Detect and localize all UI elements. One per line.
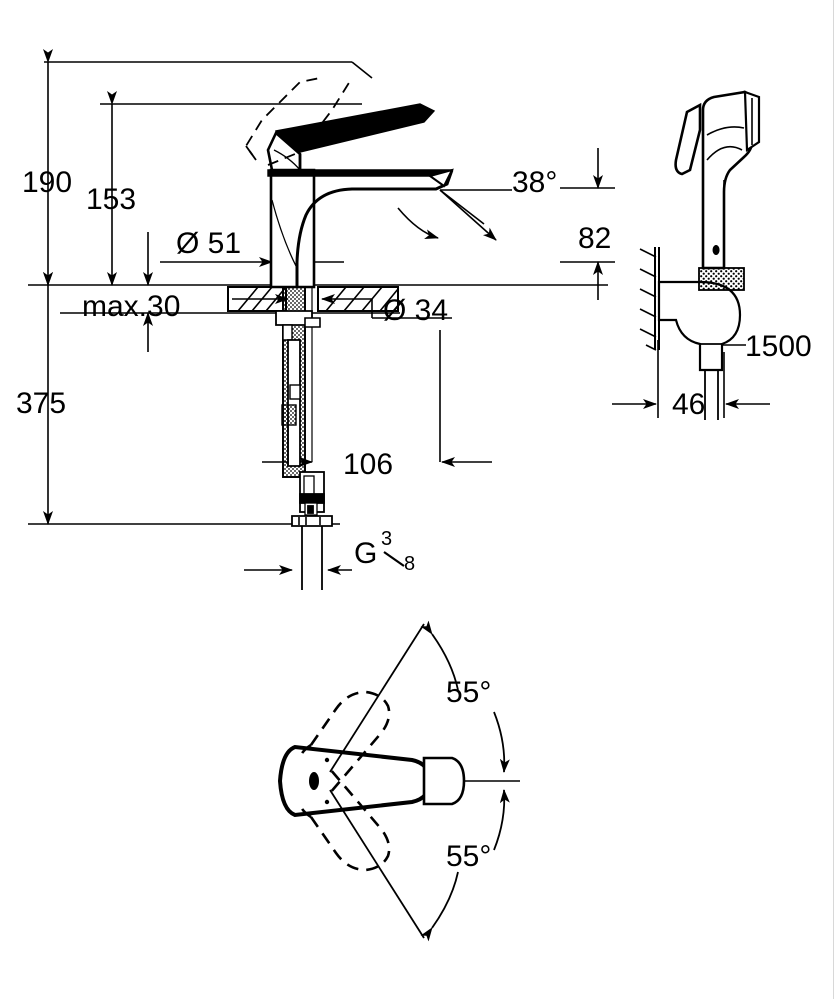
- dimension-55-upper: [329, 620, 510, 773]
- lever-phantom-lower: [298, 768, 391, 872]
- front-elevation-view: 190 153 Ø 51 max.30: [16, 49, 608, 590]
- dimension-46-label: 46: [672, 388, 705, 421]
- hand-shower-body: [701, 90, 761, 270]
- dimension-38deg-label: 38°: [512, 166, 557, 199]
- dimension-dia51-label: Ø 51: [176, 227, 241, 260]
- dimension-190-label: 190: [22, 166, 72, 199]
- wall: [639, 247, 660, 351]
- lever-marker-dot-cold: [324, 799, 330, 805]
- top-view-swivel: 55° 55°: [277, 620, 520, 942]
- dimension-153-label: 153: [86, 183, 136, 216]
- dimension-82-label: 82: [578, 222, 611, 255]
- dimension-g38-denominator: 8: [404, 553, 415, 575]
- spout: [267, 168, 454, 287]
- dimension-106-label: 106: [343, 448, 393, 481]
- hose-tails: [301, 526, 323, 590]
- lever-top-shank: [422, 756, 466, 806]
- lever-handle-phantom: [244, 77, 353, 166]
- hand-shower-trigger: [674, 102, 702, 176]
- shower-hose: [704, 370, 719, 420]
- dimension-1500-label: 1500: [745, 330, 812, 363]
- fraction-slash-icon: [383, 551, 405, 567]
- dimension-g38-numerator: 3: [381, 528, 392, 550]
- coupling-nut: [291, 471, 333, 527]
- wall-bracket: [657, 280, 742, 372]
- dimension-38deg: [397, 189, 512, 241]
- dimension-dia34: [232, 294, 452, 319]
- hand-shower-view: 82 1500 46: [560, 90, 812, 421]
- lever-handle: [266, 103, 436, 172]
- shower-knurled-collar: [698, 267, 745, 291]
- supply-tube: [281, 339, 301, 467]
- dimension-55-lower-label: 55°: [446, 840, 491, 873]
- dimension-55-lower: [329, 789, 510, 942]
- dimension-82: [560, 148, 615, 300]
- reference-lines: [28, 61, 608, 525]
- faucet-body: [269, 168, 316, 289]
- dimension-46: [612, 340, 770, 418]
- dimension-375-label: 375: [16, 387, 66, 420]
- lever-phantom-upper: [298, 690, 391, 794]
- lever-cap-slot: [309, 772, 319, 790]
- dimension-55-upper-label: 55°: [446, 676, 491, 709]
- dimension-max30-label: max.30: [82, 290, 180, 323]
- lever-top-outline: [277, 744, 433, 818]
- body-inner-contour: [271, 199, 297, 267]
- dimension-g38-label-main: G: [354, 537, 377, 570]
- lever-marker-dot-hot: [324, 757, 330, 763]
